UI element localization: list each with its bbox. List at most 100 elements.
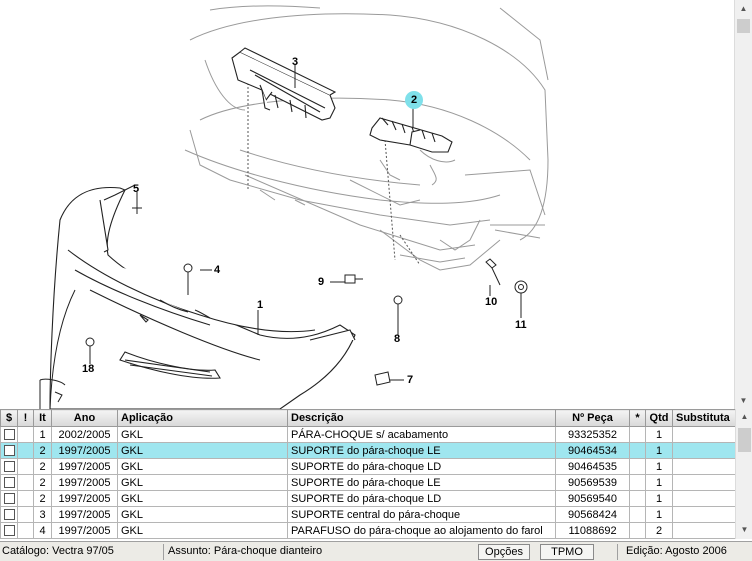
exploded-view-drawing	[39, 5, 549, 409]
row-checkbox	[0, 522, 18, 539]
cell-flag	[629, 458, 646, 475]
cell-description: SUPORTE do pára-choque LD	[287, 490, 556, 507]
cell-flag	[629, 442, 646, 459]
cell-quantity: 1	[645, 458, 673, 475]
cell-part-number: 93325352	[555, 426, 630, 443]
cell-quantity: 1	[645, 442, 673, 459]
cell-application: GKL	[117, 522, 288, 539]
cell-substitute	[672, 474, 735, 491]
cell-year: 1997/2005	[51, 442, 118, 459]
callout-9[interactable]: 9	[318, 276, 325, 288]
row-checkbox[interactable]	[4, 493, 15, 505]
callout-1[interactable]: 1	[257, 299, 264, 311]
cell-item: 4	[33, 522, 52, 539]
row-checkbox	[0, 426, 18, 443]
table-scroll-thumb[interactable]	[738, 428, 751, 452]
cell-part-number: 90569540	[555, 490, 630, 507]
col-header-description[interactable]: Descrição	[287, 409, 556, 427]
col-header-part-number[interactable]: Nº Peça	[555, 409, 630, 427]
col-header-year[interactable]: Ano	[51, 409, 118, 427]
cell-quantity: 1	[645, 506, 673, 523]
col-header-alert[interactable]: !	[17, 409, 34, 427]
row-checkbox[interactable]	[4, 477, 15, 489]
cell-part-number: 90569539	[555, 474, 630, 491]
callout-7[interactable]: 7	[407, 374, 414, 386]
cell-part-number: 90464534	[555, 442, 630, 459]
cell-description: SUPORTE do pára-choque LE	[287, 442, 556, 459]
cell-quantity: 1	[645, 490, 673, 507]
cell-part-number: 90464535	[555, 458, 630, 475]
col-header-quantity[interactable]: Qtd	[645, 409, 673, 427]
callout-5[interactable]: 5	[133, 183, 140, 195]
cell-substitute	[672, 506, 735, 523]
cell-flag	[629, 474, 646, 491]
row-checkbox[interactable]	[4, 445, 15, 457]
row-checkbox	[0, 442, 18, 459]
cell-item: 1	[33, 426, 52, 443]
cell-item: 2	[33, 442, 52, 459]
row-checkbox	[0, 506, 18, 523]
cell-alert	[17, 426, 34, 443]
row-checkbox[interactable]	[4, 429, 15, 441]
table-scrollbar[interactable]: ▲ ▼	[735, 409, 752, 539]
cell-year: 1997/2005	[51, 490, 118, 507]
cell-flag	[629, 426, 646, 443]
row-checkbox[interactable]	[4, 461, 15, 473]
cell-substitute	[672, 426, 735, 443]
callout-11[interactable]: 11	[515, 319, 527, 331]
cell-substitute	[672, 490, 735, 507]
callout-18[interactable]: 18	[82, 363, 95, 375]
cell-part-number: 11088692	[555, 522, 630, 539]
parts-table-container: $ ! It Ano Aplicação Descrição Nº Peça *…	[0, 409, 735, 539]
row-checkbox	[0, 474, 18, 491]
col-header-cost[interactable]: $	[0, 409, 18, 427]
scroll-down-icon[interactable]: ▼	[735, 392, 752, 409]
cell-description: SUPORTE do pára-choque LE	[287, 474, 556, 491]
row-checkbox	[0, 490, 18, 507]
status-subject: Assunto: Pára-choque dianteiro	[168, 545, 323, 557]
cell-description: SUPORTE do pára-choque LD	[287, 458, 556, 475]
col-header-flag[interactable]: *	[629, 409, 646, 427]
col-header-item[interactable]: It	[33, 409, 52, 427]
tpmo-button[interactable]: TPMO	[540, 544, 594, 560]
diagram-scrollbar[interactable]: ▲ ▼	[734, 0, 752, 409]
row-checkbox[interactable]	[4, 509, 15, 521]
cell-substitute	[672, 458, 735, 475]
row-checkbox[interactable]	[4, 525, 15, 537]
cell-application: GKL	[117, 506, 288, 523]
table-header-row: $ ! It Ano Aplicação Descrição Nº Peça *…	[0, 409, 735, 427]
cell-alert	[17, 490, 34, 507]
cell-item: 2	[33, 458, 52, 475]
callout-10[interactable]: 10	[485, 296, 498, 308]
callout-4[interactable]: 4	[214, 264, 221, 276]
cell-application: GKL	[117, 458, 288, 475]
cell-year: 1997/2005	[51, 474, 118, 491]
cell-year: 1997/2005	[51, 522, 118, 539]
cell-item: 2	[33, 490, 52, 507]
status-catalog: Catálogo: Vectra 97/05	[2, 545, 114, 557]
callout-3[interactable]: 3	[292, 56, 299, 68]
col-header-substitute[interactable]: Substituta	[672, 409, 735, 427]
cell-substitute	[672, 522, 735, 539]
options-button[interactable]: Opções	[478, 544, 530, 560]
cell-year: 2002/2005	[51, 426, 118, 443]
table-scroll-down-icon[interactable]: ▼	[736, 522, 752, 538]
cell-application: GKL	[117, 442, 288, 459]
parts-diagram[interactable]: 3 2 5 4 9 1 10 11 8 18 7	[0, 0, 734, 409]
callout-2-highlighted[interactable]: 2	[405, 91, 423, 109]
parts-table: $ ! It Ano Aplicação Descrição Nº Peça *…	[0, 409, 735, 539]
scroll-up-icon[interactable]: ▲	[735, 0, 752, 17]
table-scroll-up-icon[interactable]: ▲	[736, 409, 752, 425]
cell-part-number: 90568424	[555, 506, 630, 523]
cell-alert	[17, 474, 34, 491]
callout-8[interactable]: 8	[394, 333, 401, 345]
col-header-application[interactable]: Aplicação	[117, 409, 288, 427]
diagram-scroll-thumb[interactable]	[737, 19, 750, 33]
